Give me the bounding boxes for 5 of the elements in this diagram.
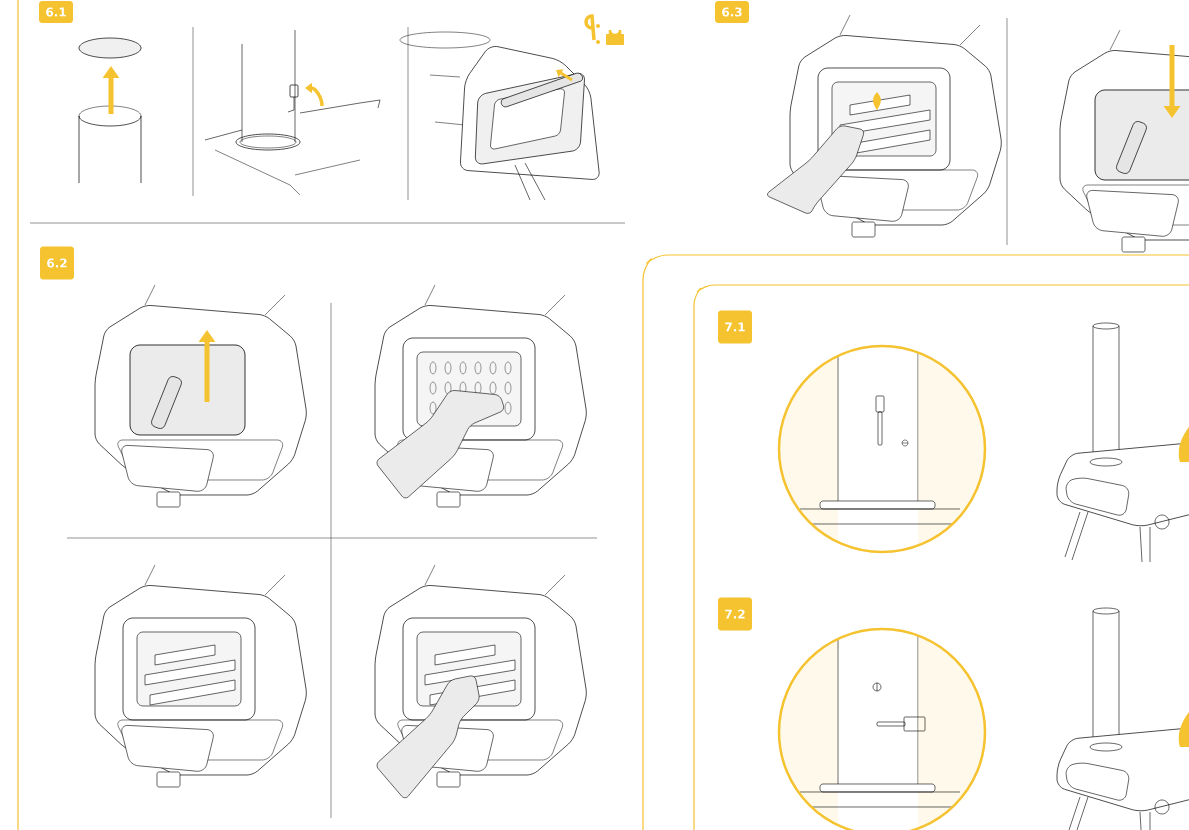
step-badge: 7.1 [718, 310, 752, 344]
step-badge: 6.1 [39, 1, 73, 23]
step-badge: 6.2 [40, 246, 74, 280]
step-badge: 6.3 [715, 1, 749, 23]
step-badge: 7.2 [718, 597, 752, 631]
